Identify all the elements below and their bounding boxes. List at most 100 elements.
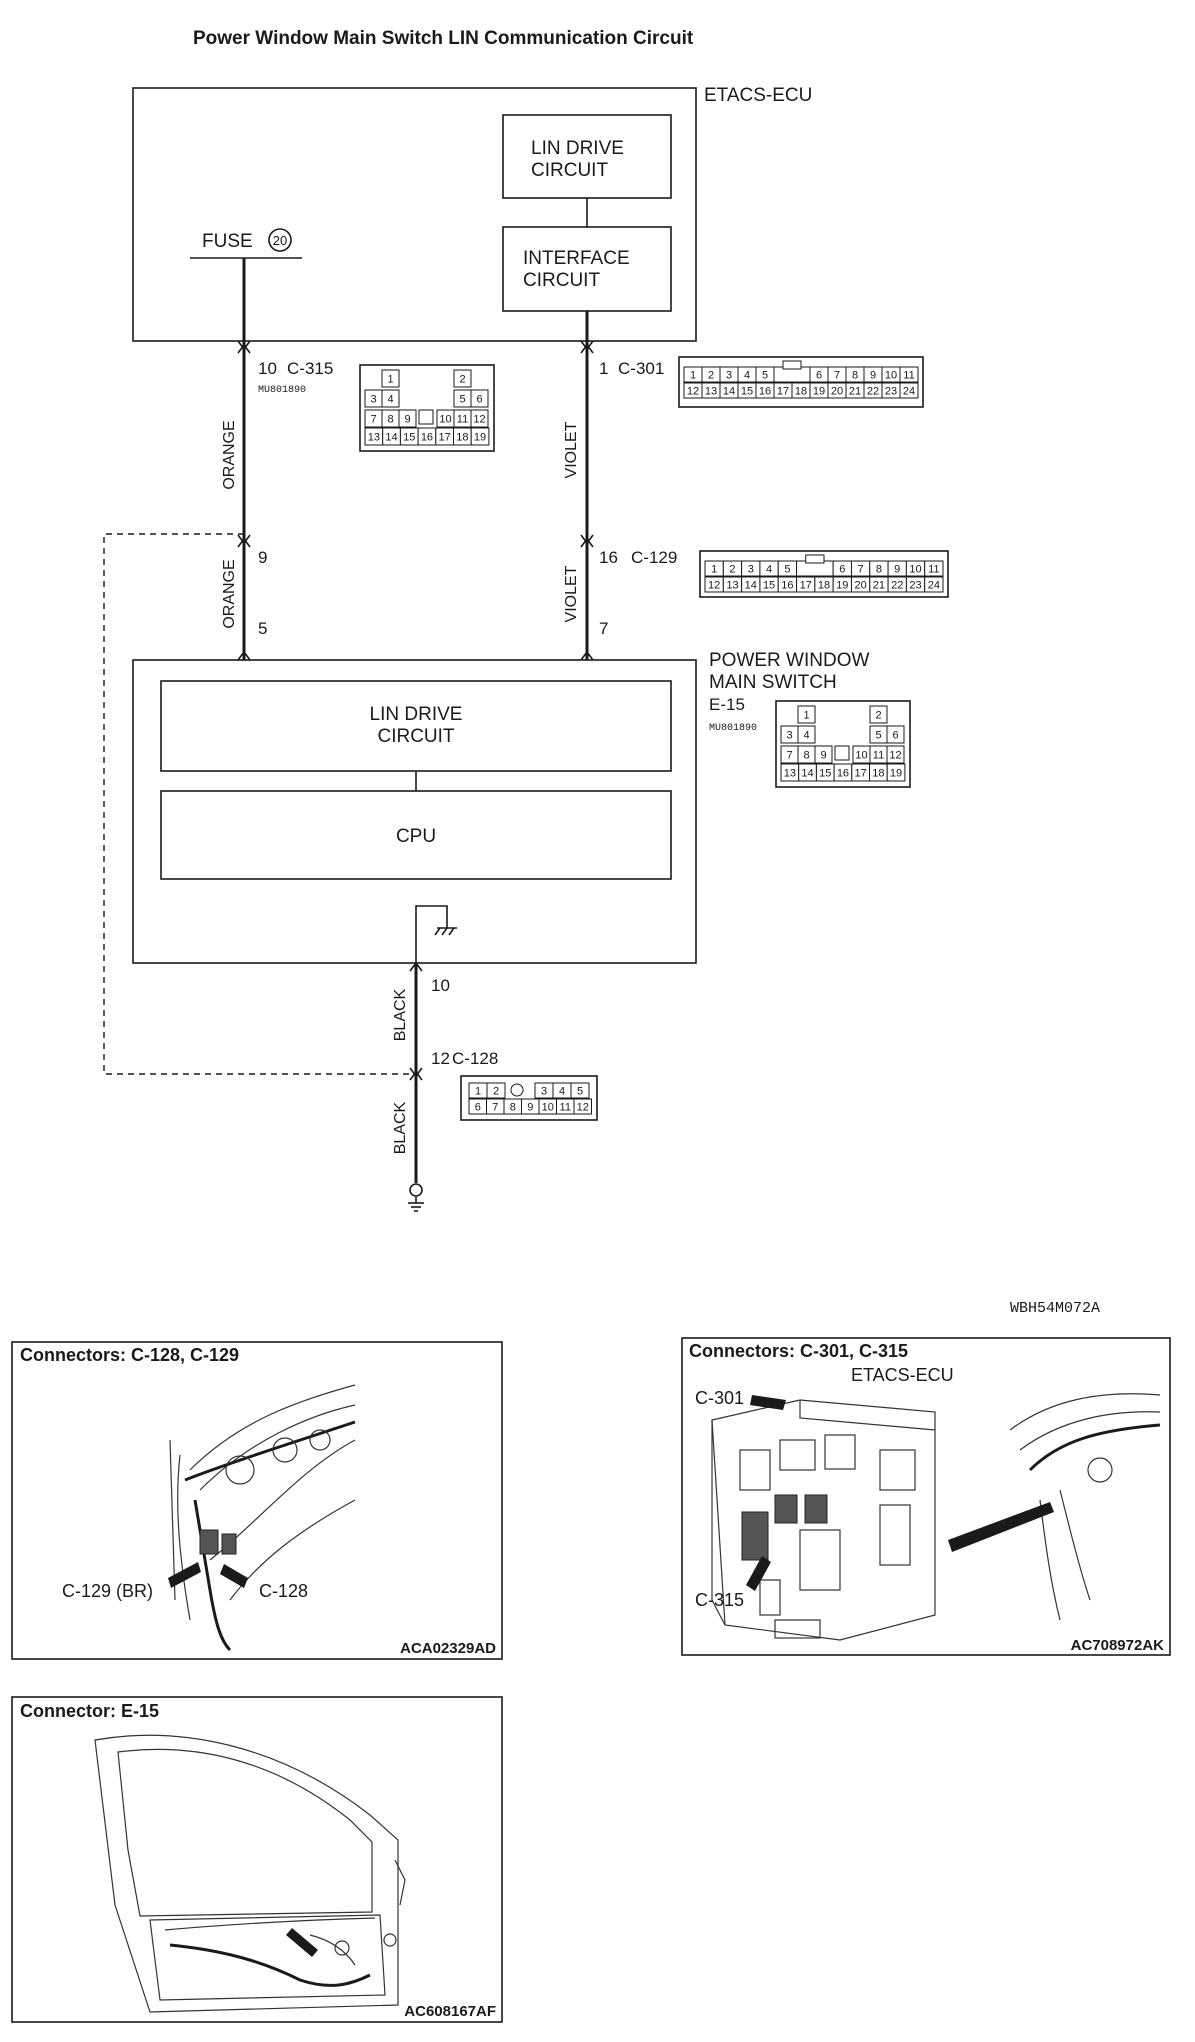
grid-c129-pin: 9: [894, 564, 900, 576]
grid-e15-pin: 10: [855, 750, 867, 762]
grid-c129-pin: 7: [858, 564, 864, 576]
grid-c129-pin: 12: [708, 580, 720, 592]
grid-c301-pin: 21: [849, 386, 861, 398]
grid-c301-pin: 13: [705, 386, 717, 398]
grid-c315-pin: 14: [385, 432, 397, 444]
black-label-upper: BLACK: [392, 988, 409, 1041]
grid-c301-pin: 20: [831, 386, 843, 398]
grid-c301-pin: 9: [870, 370, 876, 382]
grid-c301-pin: 10: [885, 370, 897, 382]
grid-c301-pin: 11: [903, 370, 914, 382]
switch-connector-label: E-15: [709, 695, 745, 714]
callout-arrow-c315: [746, 1556, 771, 1591]
grid-c301-pin: 22: [867, 386, 879, 398]
shield-dashed-line: [103, 533, 416, 1075]
panel3-code: AC608167AF: [404, 2003, 496, 2020]
grid-c301-pin: 15: [741, 386, 753, 398]
etacs-interface-line1: INTERFACE: [523, 248, 630, 269]
c315-label: C-315: [287, 359, 333, 378]
grid-c301-pin: 5: [762, 370, 768, 382]
grid-c128-pin: 8: [510, 1102, 516, 1114]
grid-e15-pin: 19: [890, 768, 902, 780]
panel-connectors-c128-c129: Connectors: C-128, C-129 C-129 (BR) C-12…: [11, 1341, 503, 1660]
orange-label-upper: ORANGE: [221, 420, 238, 489]
grid-c129-pin: 14: [745, 580, 757, 592]
c315-part-no: MU801890: [258, 385, 306, 396]
etacs-interface-box: [502, 226, 672, 312]
c128-connector-mark: [409, 1067, 423, 1078]
grid-c301-pin: 17: [777, 386, 789, 398]
callout-arrow-e15: [286, 1928, 318, 1957]
switch-cpu-label: CPU: [396, 826, 436, 847]
c315-connector-mark: [237, 340, 251, 351]
c128-pin: 12: [431, 1049, 450, 1068]
grid-c128-pin: 4: [559, 1086, 565, 1098]
etacs-ecu-illustration: [711, 1393, 1161, 1641]
grid-e15-pin: 8: [803, 750, 809, 762]
grid-c129-pin: 22: [891, 580, 903, 592]
grid-c129-pin: 13: [726, 580, 738, 592]
grid-c128-pin: 1: [475, 1086, 481, 1098]
grid-c315-pin: 10: [439, 414, 451, 426]
grid-c301-pin: 3: [726, 370, 732, 382]
left-mid-connector-mark: [237, 534, 251, 545]
grid-c129-pin: 4: [766, 564, 772, 576]
grid-c315-pin: 1: [387, 374, 393, 386]
orange-label-lower: ORANGE: [221, 559, 238, 628]
grid-e15-pin: 17: [855, 768, 867, 780]
callout-arrow-c129: [168, 1562, 201, 1588]
grid-e15-pin: 5: [875, 730, 881, 742]
grid-c315-pin: 9: [404, 414, 410, 426]
grid-c128-pin: 3: [541, 1086, 547, 1098]
grid-c129-pin: 1: [711, 564, 717, 576]
c129-pin: 16: [599, 548, 618, 567]
grid-c129-pin: 17: [800, 580, 812, 592]
grid-c315-pin: 8: [387, 414, 393, 426]
grid-c129-pin: 3: [748, 564, 754, 576]
left-switch-pin-mark: [237, 650, 251, 661]
grid-e15-pin: 15: [819, 768, 831, 780]
ground-switch-pin: 10: [431, 976, 450, 995]
grid-c129-pin: 20: [854, 580, 866, 592]
grid-e15-pin: 6: [892, 730, 898, 742]
ground-switch-pin-mark: [409, 961, 423, 972]
grid-e15-pin: 7: [786, 750, 792, 762]
grid-c129-pin: 11: [928, 564, 939, 576]
grid-e15-pin: 4: [803, 730, 809, 742]
grid-c128-pin: 9: [527, 1102, 533, 1114]
grid-c129-pin: 15: [763, 580, 775, 592]
panel1-code: ACA02329AD: [400, 1640, 496, 1657]
callout-arrow-c301: [750, 1395, 786, 1410]
grid-c315-pin: 11: [457, 414, 468, 426]
grid-c128-pin: 7: [492, 1102, 498, 1114]
left-mid-pin: 9: [258, 548, 267, 567]
c301-pin: 1: [599, 359, 608, 378]
violet-label-upper: VIOLET: [563, 421, 580, 478]
fuse-label: FUSE: [202, 231, 253, 252]
grid-c315-pin: 12: [473, 414, 485, 426]
c301-label: C-301: [618, 359, 664, 378]
grid-c315-pin: 3: [370, 394, 376, 406]
grid-c315-pin: 7: [370, 414, 376, 426]
grid-c129-pin: 5: [784, 564, 790, 576]
grid-c315-pin: 16: [421, 432, 433, 444]
grid-c301-pin: 18: [795, 386, 807, 398]
grid-c129-pin: 19: [836, 580, 848, 592]
grid-e15-pin: 12: [889, 750, 901, 762]
grid-c128-pin: 10: [542, 1102, 554, 1114]
grid-e15-pin: 11: [873, 750, 884, 762]
grid-e15-pin: 16: [837, 768, 849, 780]
grid-c301-pin: 24: [903, 386, 915, 398]
grid-c315-pin: 5: [459, 394, 465, 406]
c301-connector-mark: [580, 340, 594, 351]
grid-c315-pin: 2: [459, 374, 465, 386]
etacs-ecu-box: [132, 87, 697, 342]
ecu-location-pointer: [948, 1502, 1054, 1552]
fuse-number: 20: [273, 233, 287, 248]
switch-label-line2: MAIN SWITCH: [709, 672, 837, 693]
dashboard-harness-illustration: [169, 1384, 356, 1652]
ground-terminal: [409, 1183, 423, 1197]
